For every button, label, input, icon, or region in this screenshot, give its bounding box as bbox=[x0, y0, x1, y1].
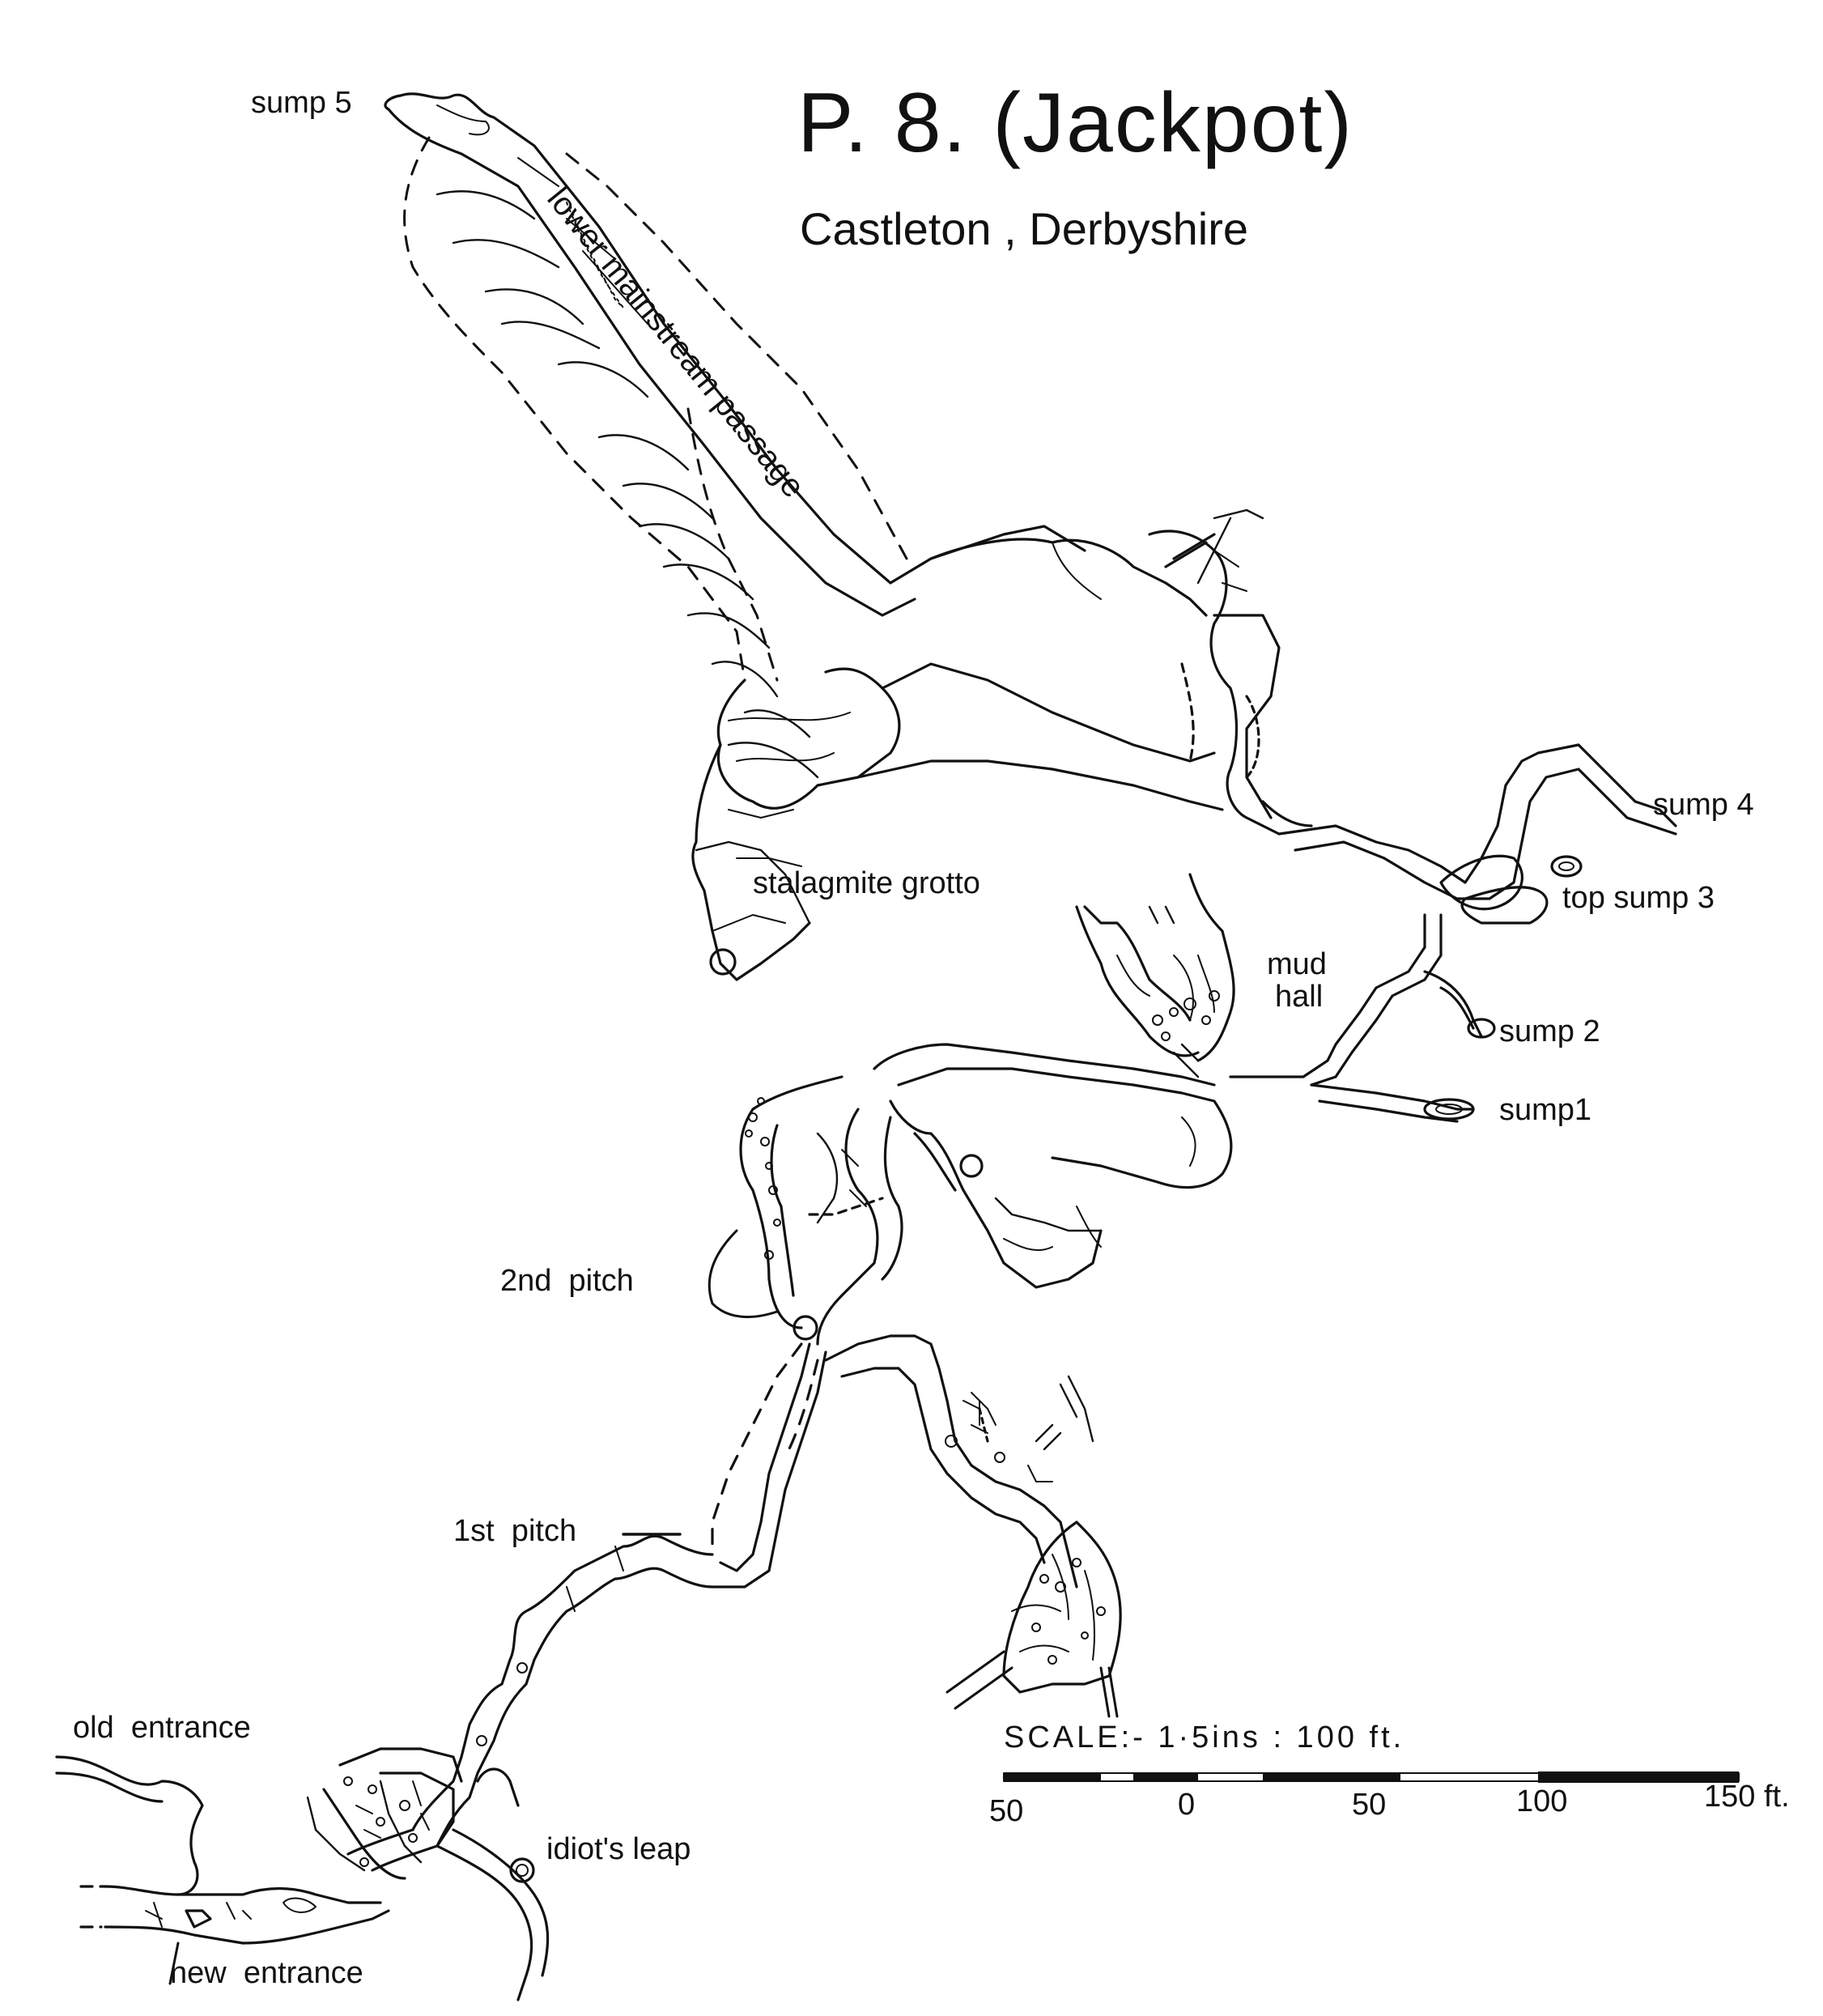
boulder-dots-se bbox=[1031, 1558, 1106, 1665]
scale-tick-50-left: 50 bbox=[989, 1794, 1024, 1828]
map-title: P. 8. (Jackpot) bbox=[797, 76, 1354, 170]
label-1st-pitch: 1st pitch bbox=[453, 1514, 577, 1548]
entrance-area bbox=[55, 1747, 520, 1945]
slope-hatching bbox=[436, 190, 819, 779]
scale-bar bbox=[1003, 1771, 1740, 1783]
pitch-passage bbox=[711, 1334, 1078, 1589]
central-loop-passages bbox=[708, 1043, 1233, 1346]
scale-tick-0: 0 bbox=[1178, 1788, 1196, 1822]
label-stalagmite-grotto: stalagmite grotto bbox=[753, 866, 980, 900]
map-subtitle: Castleton , Derbyshire bbox=[800, 203, 1249, 254]
label-top-sump-3: top sump 3 bbox=[1562, 881, 1715, 915]
label-sump-5: sump 5 bbox=[251, 86, 352, 120]
sump-1-and-2-passages bbox=[1229, 913, 1496, 1123]
label-new-entrance: new entrance bbox=[170, 1956, 363, 1990]
label-sump-1: sump1 bbox=[1499, 1093, 1592, 1127]
winding-passage bbox=[346, 1534, 714, 2001]
scale-tick-100: 100 bbox=[1516, 1784, 1568, 1818]
label-sump-2: sump 2 bbox=[1499, 1014, 1600, 1048]
label-sump-4: sump 4 bbox=[1653, 788, 1754, 822]
scale-tick-150: 150 ft. bbox=[1704, 1780, 1790, 1814]
label-old-entrance: old entrance bbox=[73, 1711, 251, 1745]
boulder-dots-loop bbox=[745, 1097, 781, 1260]
label-mud-hall-line1: mud bbox=[1267, 947, 1327, 981]
upper-right-chamber bbox=[1148, 508, 1313, 836]
boulder-dots bbox=[1152, 990, 1220, 1041]
scale-tick-50: 50 bbox=[1352, 1788, 1387, 1822]
lower-mainstream-passage bbox=[384, 92, 1086, 617]
stalagmite-grotto bbox=[691, 743, 811, 981]
boulder-dots-entrance bbox=[343, 1776, 418, 1867]
label-idiots-leap: idiot's leap bbox=[546, 1832, 691, 1866]
new-entrance-pointer bbox=[168, 1942, 180, 1985]
scale-title: SCALE:- 1·5ins : 100 ft. bbox=[1004, 1720, 1405, 1754]
label-mud-hall-line2: hall bbox=[1275, 980, 1324, 1014]
sump-4-passage bbox=[1277, 743, 1677, 925]
label-2nd-pitch: 2nd pitch bbox=[500, 1264, 634, 1298]
main-chamber bbox=[716, 538, 1224, 811]
boulder-chamber-se bbox=[945, 1375, 1122, 1718]
mud-hall bbox=[1075, 873, 1235, 1078]
